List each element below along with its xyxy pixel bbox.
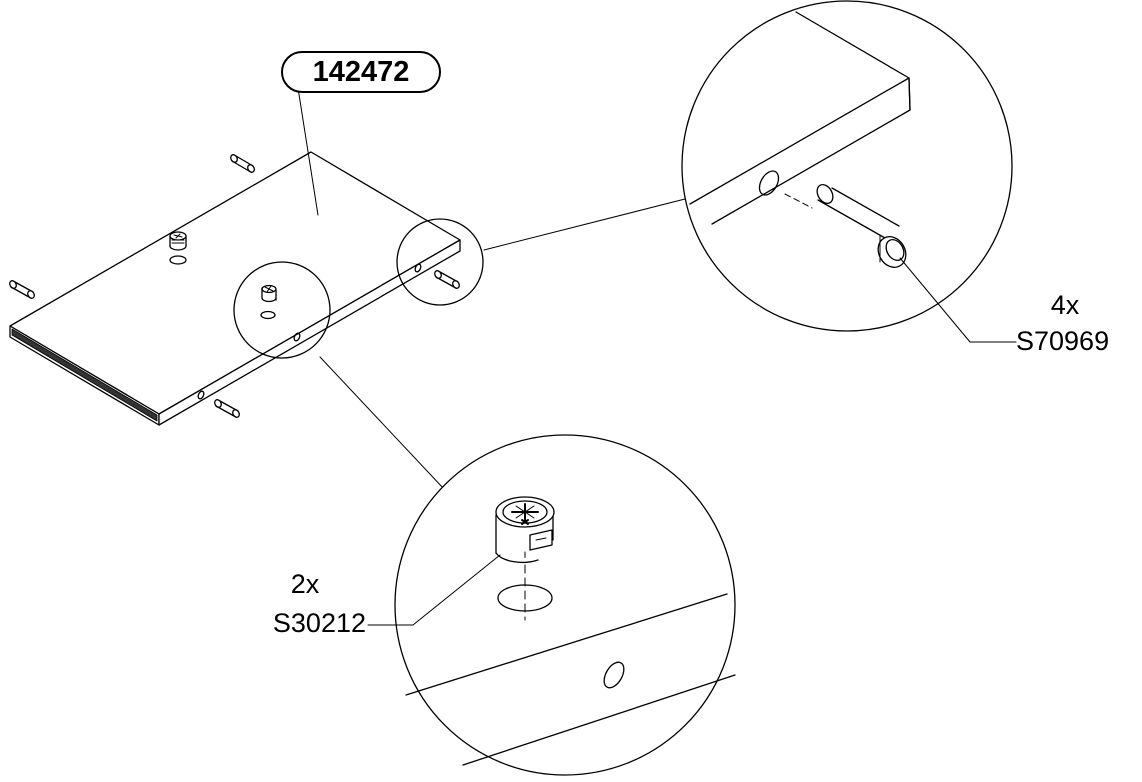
panel-board: [9, 151, 461, 426]
cam-lock-small-1: [169, 231, 187, 251]
dowel-small-4: [214, 399, 240, 418]
detail-circle-small-cam: [233, 261, 331, 359]
part-number-label: 142472: [281, 51, 441, 93]
cam-lock-quantity: 2x: [290, 569, 320, 599]
detail-cam-lock: [394, 434, 736, 776]
cam-lock-small-2: [261, 284, 277, 303]
dowel-part-code: S70969: [1016, 326, 1110, 356]
dowel-small-3: [434, 270, 460, 289]
detail-dowel: [681, 0, 1013, 332]
dowel-quantity: 4x: [1050, 290, 1080, 320]
detail-circle-small-dowel: [396, 218, 484, 306]
cam-lock-part-code: S30212: [272, 608, 366, 638]
dowel-small-1: [230, 154, 255, 173]
dowel-small-2: [9, 280, 35, 299]
